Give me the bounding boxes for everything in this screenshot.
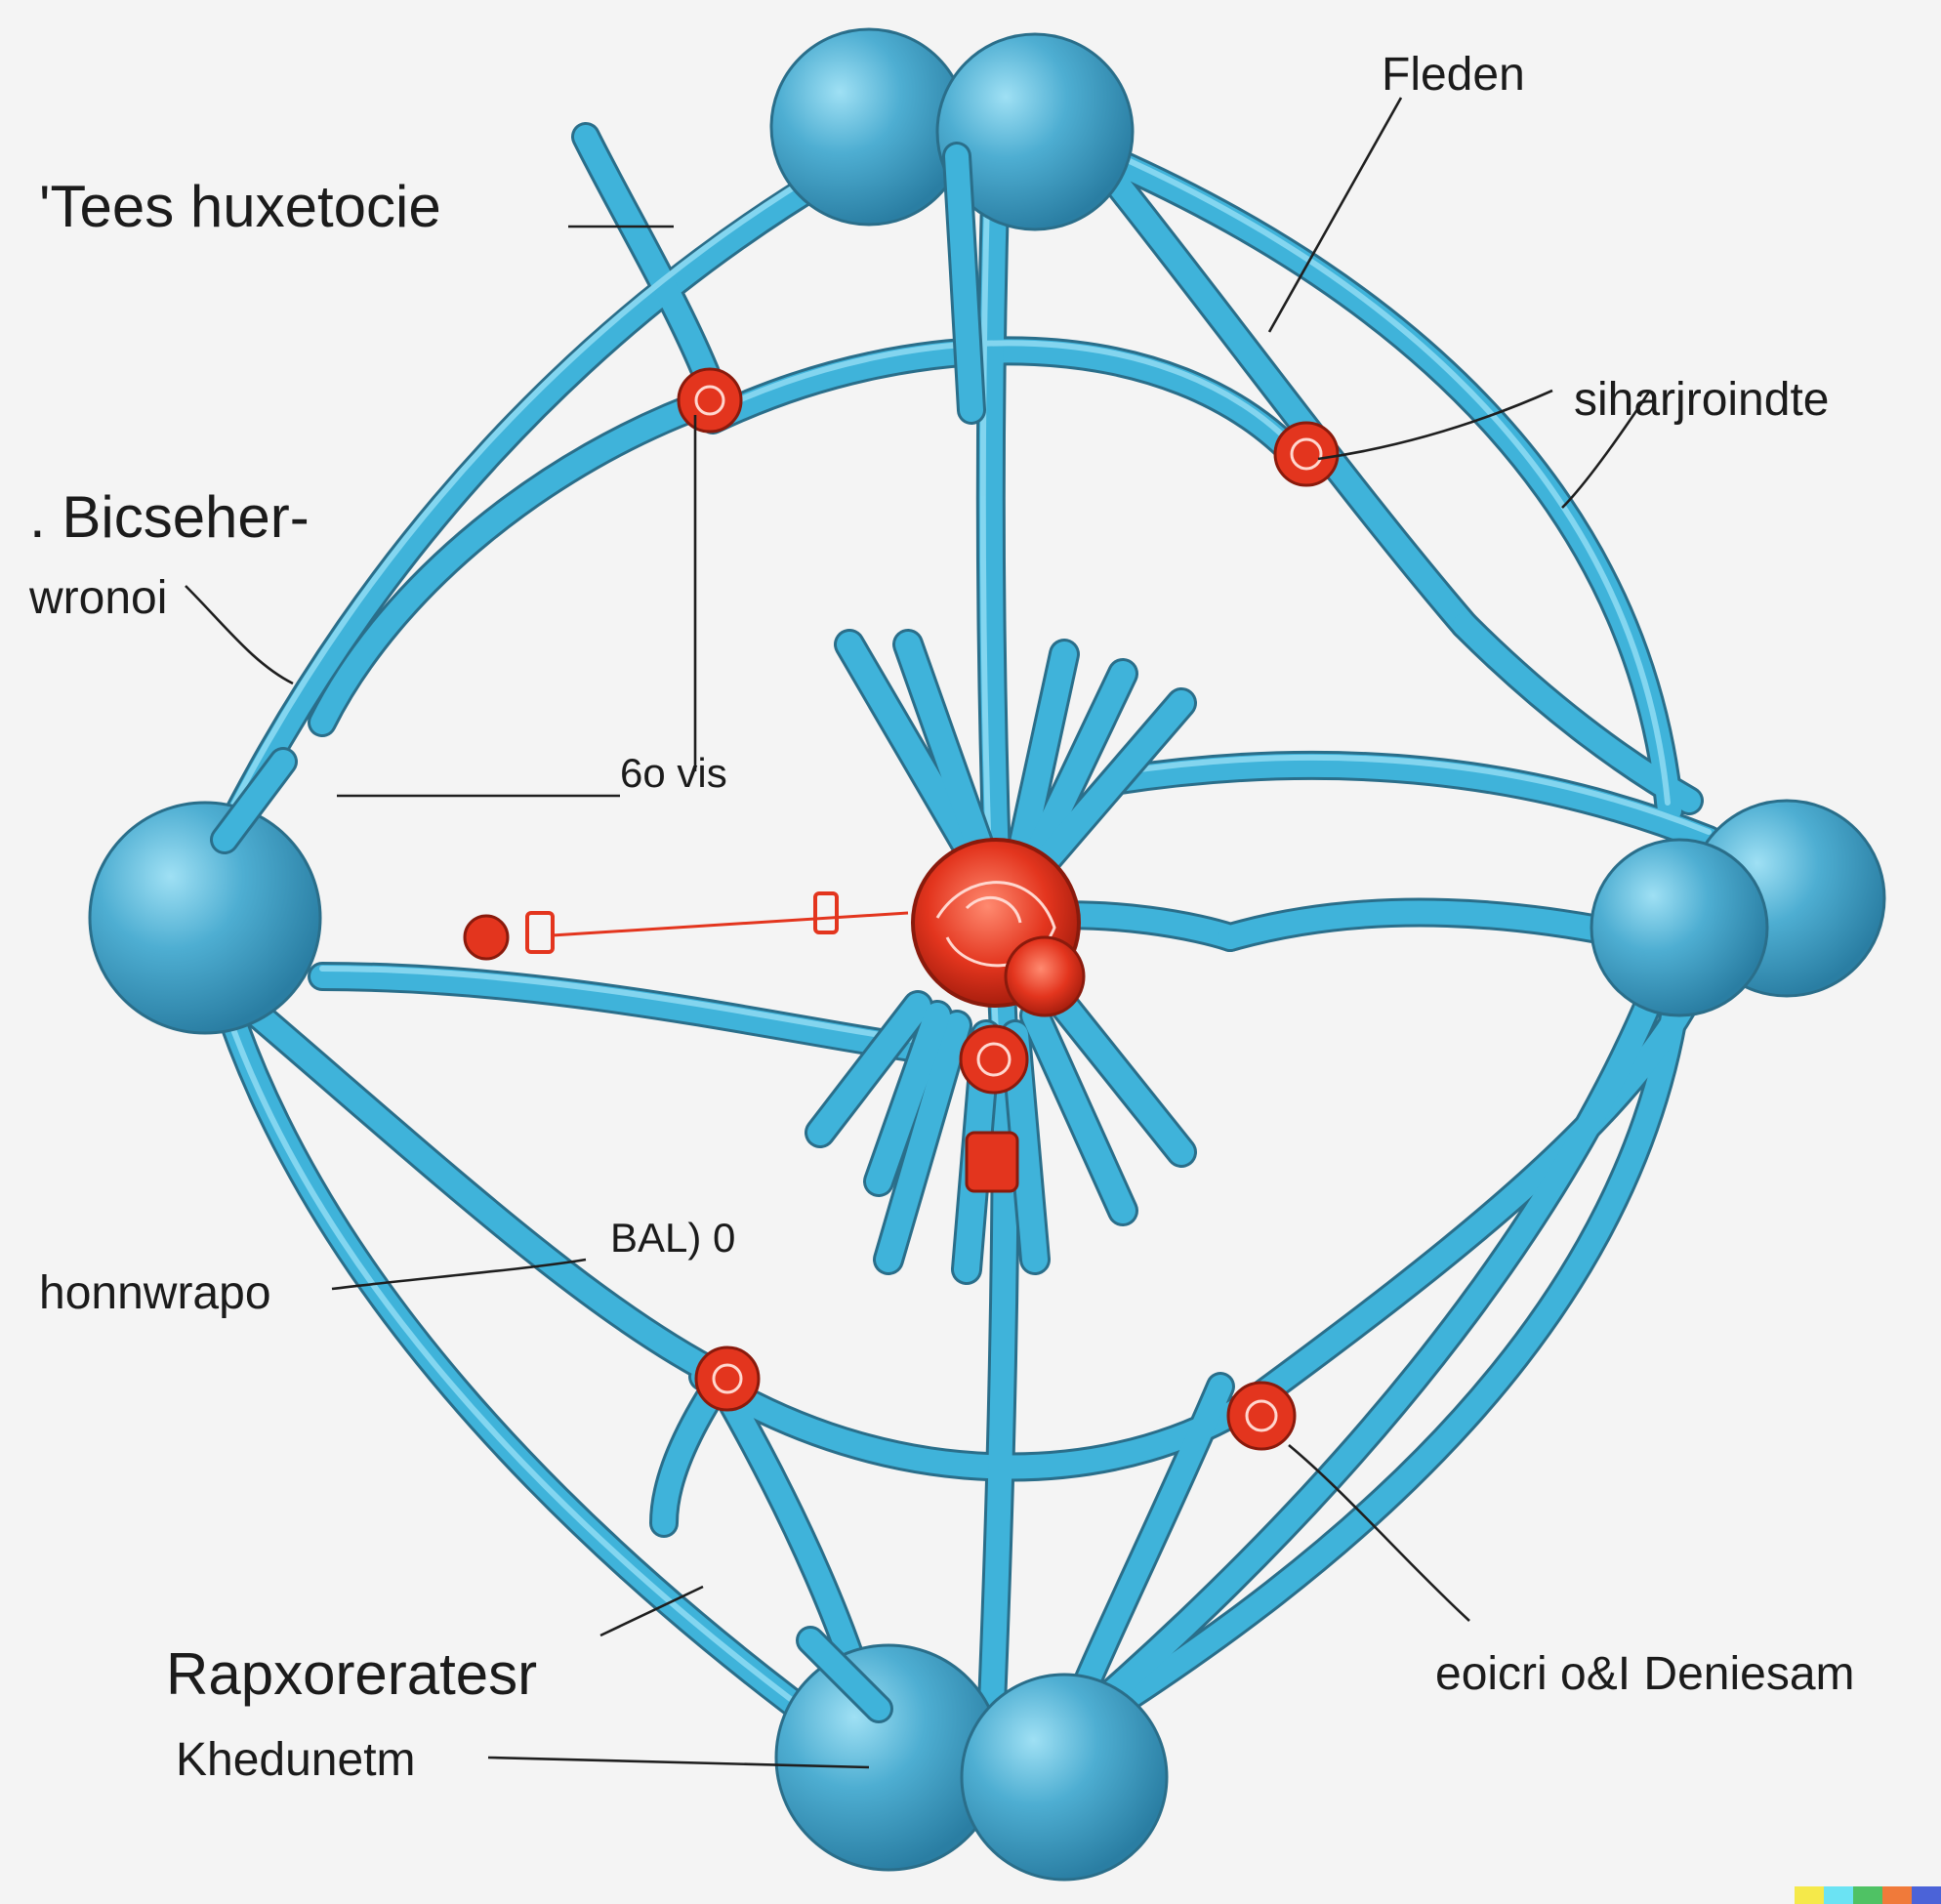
- label-center-small: 6o vis: [620, 750, 727, 796]
- label-bottom-right: eoicri o&I Deniesam: [1435, 1648, 1855, 1700]
- knot-lower-right: [1228, 1383, 1295, 1449]
- label-bottom-left-2: Khedunetm: [176, 1734, 416, 1786]
- label-right-upper: siharjroindte: [1574, 374, 1829, 426]
- sphere-bottom-right: [962, 1675, 1167, 1880]
- knot-upper-left: [679, 369, 741, 432]
- label-top-left: 'Tees huxetocie: [39, 174, 441, 239]
- knot-lower-left: [696, 1347, 759, 1410]
- color-strip-watermark: [1795, 1886, 1941, 1904]
- label-left-lower: honnwrapo: [39, 1267, 271, 1319]
- label-bottom-left-1: Rapxoreratesr: [166, 1641, 537, 1707]
- centromere-center: [913, 840, 1084, 1015]
- sphere-right-front: [1591, 840, 1767, 1015]
- label-top-right: Fleden: [1382, 49, 1525, 101]
- knot-small-bottom: [967, 1133, 1017, 1191]
- sphere-left: [90, 803, 320, 1033]
- knot-center-lower: [961, 1026, 1027, 1093]
- label-center-bottom: BAL) 0: [610, 1215, 735, 1261]
- label-left-mid-1: . Bicseher-: [29, 484, 310, 550]
- knot-left-marker: [465, 893, 908, 959]
- label-left-mid-2: wronoi: [28, 572, 167, 624]
- knot-upper-right: [1275, 423, 1338, 485]
